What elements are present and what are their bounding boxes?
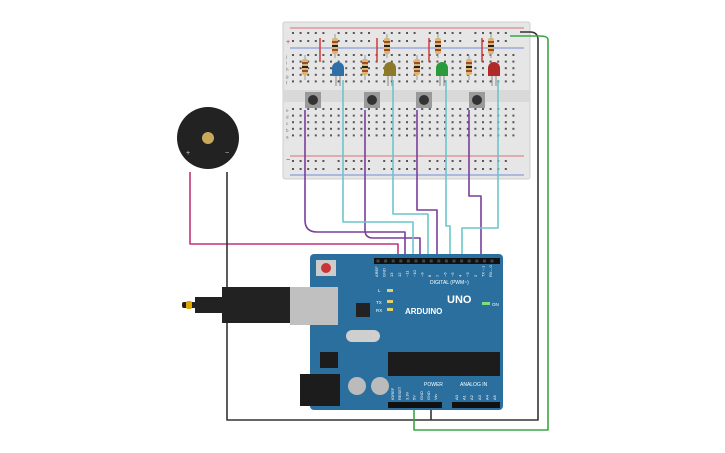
header-pin[interactable] (452, 259, 456, 263)
piezo-buzzer[interactable]: + − (177, 107, 239, 169)
resistor[interactable] (435, 34, 441, 58)
power-pin-label: GND (426, 391, 431, 400)
power-pin-label: Vin (433, 394, 438, 400)
row-letter: d (286, 115, 289, 120)
power-pin-label: IOREF (390, 387, 395, 400)
digital-pin-label: ~9 (420, 272, 425, 277)
digital-pin-label: 2 (473, 274, 478, 277)
jumper-wires[interactable] (319, 38, 483, 62)
digital-pin-label: 12 (397, 272, 402, 277)
rail-minus-label: − (286, 157, 290, 164)
row-letter: c (286, 121, 289, 126)
board-brand: ARDUINO (405, 307, 442, 316)
push-button[interactable] (416, 92, 432, 108)
resistor[interactable] (362, 55, 368, 80)
header-pin[interactable] (414, 259, 418, 263)
header-pin[interactable] (444, 259, 448, 263)
power-pin-label: 3.3V (404, 391, 409, 400)
header-pin[interactable] (482, 259, 486, 263)
header-pin[interactable] (384, 259, 388, 263)
resistor[interactable] (488, 34, 494, 58)
header-pin[interactable] (376, 259, 380, 263)
power-pin-label: RESET (397, 386, 402, 400)
led-yellow[interactable] (384, 62, 396, 86)
digital-pin-label: ~6 (442, 272, 447, 277)
row-letter: i (286, 61, 287, 66)
analog-pin-label: A3 (477, 394, 482, 400)
resistor[interactable] (466, 55, 472, 80)
led-blue[interactable] (332, 62, 344, 86)
led-red[interactable] (488, 62, 500, 86)
digital-pin-label: 7 (435, 274, 440, 277)
digital-pin-label: ~11 (404, 270, 409, 277)
header-pin[interactable] (406, 259, 410, 263)
rx-led-label: RX (376, 308, 382, 313)
power-header-label: POWER (424, 382, 443, 388)
buzzer-plus-label: + (186, 150, 190, 157)
resistor[interactable] (302, 55, 308, 80)
power-pin-label: 5V (412, 395, 417, 400)
analog-pin-label: A2 (469, 394, 474, 400)
digital-pin-label: RX←0 (488, 264, 493, 277)
buzzer-minus-label: − (225, 150, 229, 157)
digital-pin-label: 13 (389, 272, 394, 277)
analog-pin-label: A1 (462, 394, 467, 400)
resistor[interactable] (414, 55, 420, 80)
power-pin-label: GND (419, 391, 424, 400)
digital-pin-label: ~3 (465, 272, 470, 277)
row-letter: b (286, 128, 289, 133)
arduino-uno-board[interactable]: ARDUINO UNO DIGITAL (PWM~) POWER ANALOG … (290, 254, 503, 410)
led-green[interactable] (436, 62, 448, 86)
digital-pin-label: GND (382, 268, 387, 277)
row-letter: a (286, 134, 289, 139)
push-button[interactable] (364, 92, 380, 108)
row-letter: f (286, 80, 288, 85)
header-pin[interactable] (467, 259, 471, 263)
digital-pin-label: ~5 (450, 272, 455, 277)
analog-pin-label: A0 (454, 394, 459, 400)
row-letter: e (286, 108, 289, 113)
header-pin[interactable] (429, 259, 433, 263)
digital-pin-label: 8 (427, 274, 432, 277)
digital-pin-label: TX→1 (480, 265, 485, 277)
resistor[interactable] (384, 34, 390, 58)
push-button[interactable] (305, 92, 321, 108)
header-pin[interactable] (475, 259, 479, 263)
header-pin[interactable] (422, 259, 426, 263)
usb-cable[interactable] (182, 287, 290, 323)
row-letter: j (285, 54, 287, 59)
rail-plus-label: + (286, 39, 290, 46)
board-model: UNO (447, 294, 472, 306)
header-pin[interactable] (391, 259, 395, 263)
on-led-label: ON (492, 302, 499, 307)
resistor[interactable] (332, 34, 338, 58)
row-letter: g (286, 74, 289, 79)
header-pin[interactable] (490, 259, 494, 263)
analog-pin-label: A4 (484, 394, 489, 400)
push-button[interactable] (469, 92, 485, 108)
digital-header-label: DIGITAL (PWM~) (430, 280, 469, 286)
header-pin[interactable] (437, 259, 441, 263)
tx-led-label: TX (376, 300, 382, 305)
digital-pin-label: AREF (374, 266, 379, 277)
analog-pin-label: A5 (492, 394, 497, 400)
l-led-label: L (378, 288, 381, 293)
header-pin[interactable] (460, 259, 464, 263)
digital-pin-label: ~10 (412, 269, 417, 277)
row-letter: h (286, 67, 289, 72)
digital-pin-label: 4 (458, 274, 463, 277)
analog-header-label: ANALOG IN (460, 382, 488, 388)
wires[interactable] (189, 31, 549, 431)
header-pin[interactable] (399, 259, 403, 263)
